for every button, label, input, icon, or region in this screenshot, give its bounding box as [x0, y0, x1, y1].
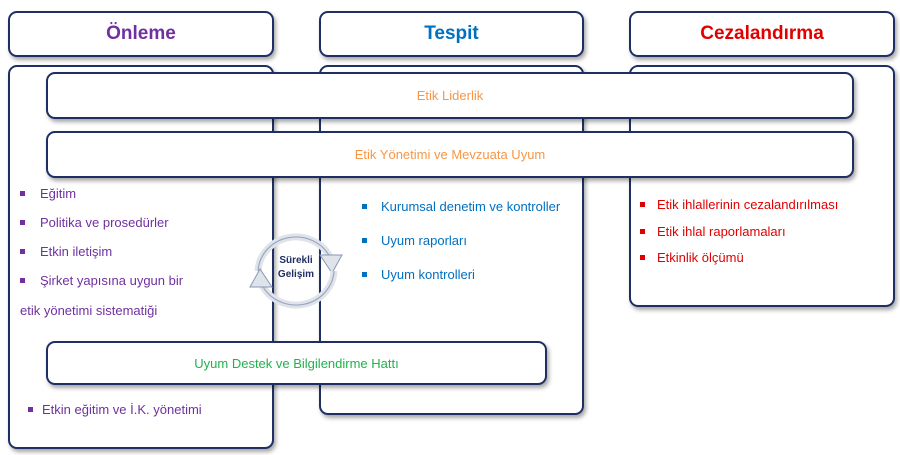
prevention-list: Eğitim Politika ve prosedürler Etkin ile… [20, 186, 260, 319]
bullet-icon [28, 407, 33, 412]
circular-arrows-icon [249, 233, 343, 309]
header-prevention: Önleme [8, 11, 274, 57]
header-detection-title: Tespit [424, 23, 479, 44]
detection-list: Kurumsal denetim ve kontroller Uyum rapo… [362, 197, 572, 283]
list-item: Uyum kontrolleri [362, 267, 572, 283]
prevention-item-label: Şirket yapısına uygun bir [40, 273, 184, 288]
sanction-list: Etik ihlallerinin cezalandırılması Etik … [640, 195, 880, 266]
bullet-icon [362, 238, 367, 243]
prevention-extra-label: Etkin eğitim ve İ.K. yönetimi [42, 402, 202, 417]
prevention-item-label: Eğitim [40, 186, 77, 201]
prevention-item-label: Etkin iletişim [40, 244, 113, 259]
sanction-item-label: Etik ihlal raporlamaları [657, 224, 786, 239]
cycle-label-line2: Gelişim [277, 269, 315, 280]
bullet-icon [640, 229, 645, 234]
header-prevention-title: Önleme [106, 23, 176, 44]
header-sanction-title: Cezalandırma [700, 23, 824, 44]
cycle-label-line1: Sürekli [279, 255, 313, 266]
band-ethical-leadership-label: Etik Liderlik [416, 88, 484, 103]
list-item: Etkin iletişim [20, 244, 260, 260]
bullet-icon [362, 272, 367, 277]
list-item: Eğitim [20, 186, 260, 202]
list-item: Etkinlik ölçümü [640, 250, 880, 266]
list-item: Etkin eğitim ve İ.K. yönetimi [28, 402, 268, 418]
bullet-icon [362, 204, 367, 209]
sanction-item-label: Etik ihlallerinin cezalandırılması [657, 197, 839, 212]
bullet-icon [20, 249, 25, 254]
bullet-icon [20, 220, 25, 225]
list-item: Etik ihlal raporlamaları [640, 224, 880, 240]
band-ethical-leadership: Etik Liderlik [46, 72, 854, 119]
band-ethics-management: Etik Yönetimi ve Mevzuata Uyum [46, 131, 854, 178]
bullet-icon [20, 191, 25, 196]
list-item: etik yönetimi sistematiği [20, 303, 260, 319]
bullet-icon [640, 255, 645, 260]
continuous-improvement-cycle: Sürekli Gelişim [246, 225, 346, 317]
detection-item-label: Kurumsal denetim ve kontroller [381, 199, 561, 214]
band-hotline: Uyum Destek ve Bilgilendirme Hattı [46, 341, 547, 385]
sanction-item-label: Etkinlik ölçümü [657, 250, 744, 265]
list-item: Politika ve prosedürler [20, 215, 260, 231]
detection-item-label: Uyum raporları [381, 233, 467, 248]
list-item: Şirket yapısına uygun bir [20, 273, 260, 289]
list-item: Kurumsal denetim ve kontroller [362, 197, 572, 216]
prevention-item-label: etik yönetimi sistematiği [20, 303, 158, 318]
bullet-icon [640, 202, 645, 207]
column-prevention [8, 65, 274, 449]
header-sanction: Cezalandırma [629, 11, 895, 57]
band-ethics-management-label: Etik Yönetimi ve Mevzuata Uyum [354, 147, 546, 162]
list-item: Uyum raporları [362, 233, 572, 249]
detection-item-label: Uyum kontrolleri [381, 267, 475, 282]
bullet-icon [20, 278, 25, 283]
list-item: Etik ihlallerinin cezalandırılması [640, 195, 880, 214]
prevention-item-label: Politika ve prosedürler [40, 215, 169, 230]
header-detection: Tespit [319, 11, 584, 57]
prevention-extra: Etkin eğitim ve İ.K. yönetimi [28, 402, 268, 418]
band-hotline-label: Uyum Destek ve Bilgilendirme Hattı [194, 355, 399, 371]
